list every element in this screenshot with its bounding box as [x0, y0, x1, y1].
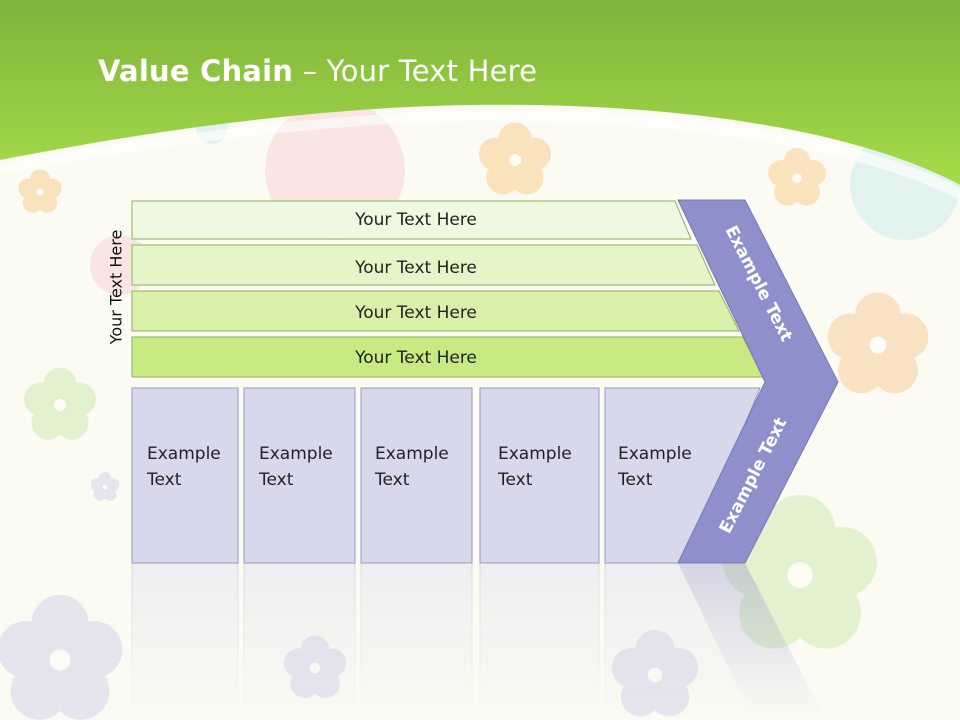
primary-box-line2: Text	[497, 470, 533, 490]
primary-activity-box: Example Text	[360, 387, 473, 564]
primary-box-line1: Example	[618, 444, 692, 464]
support-activity-bar: Your Text Here	[131, 244, 716, 286]
primary-box-line2: Text	[146, 470, 182, 490]
primary-activity-box: Example Text	[243, 387, 356, 564]
support-activity-bar: Your Text Here	[131, 200, 692, 240]
primary-box-shape	[131, 387, 239, 564]
support-activity-bar: Your Text Here	[131, 290, 740, 332]
support-bar-label: Your Text Here	[354, 258, 477, 278]
primary-box-line1: Example	[259, 444, 333, 464]
header-band	[0, 0, 960, 185]
primary-box-line2: Text	[617, 470, 653, 490]
support-bar-shape	[131, 244, 716, 286]
primary-box-line2: Text	[258, 470, 294, 490]
primary-activity-box: Example Text	[131, 387, 239, 564]
primary-box-line2: Text	[374, 470, 410, 490]
slide-title: Value Chain – Your Text Here	[98, 54, 537, 88]
primary-box-line1: Example	[375, 444, 449, 464]
title-rest-part: – Your Text Here	[293, 54, 538, 88]
support-bar-label: Your Text Here	[354, 210, 477, 230]
primary-activities: Example Text Example Text Example Text E…	[131, 387, 761, 564]
support-bar-label: Your Text Here	[354, 348, 477, 368]
support-activity-bar: Your Text Here	[131, 336, 764, 378]
title-bold-part: Value Chain	[98, 54, 294, 88]
primary-box-shape	[479, 387, 600, 564]
support-bar-shape	[131, 290, 740, 332]
support-activities: Your Text Here Your Text Here Your Text …	[131, 200, 764, 378]
primary-box-shape	[243, 387, 356, 564]
primary-box-line1: Example	[498, 444, 572, 464]
support-bar-shape	[131, 200, 692, 240]
primary-box-shape	[360, 387, 473, 564]
primary-activity-box: Example Text	[479, 387, 600, 564]
primary-activity-box: Example Text	[604, 387, 761, 564]
support-bar-label: Your Text Here	[354, 303, 477, 323]
header-highlight	[0, 110, 960, 200]
primary-box-line1: Example	[147, 444, 221, 464]
diagram-reflection	[131, 562, 826, 720]
